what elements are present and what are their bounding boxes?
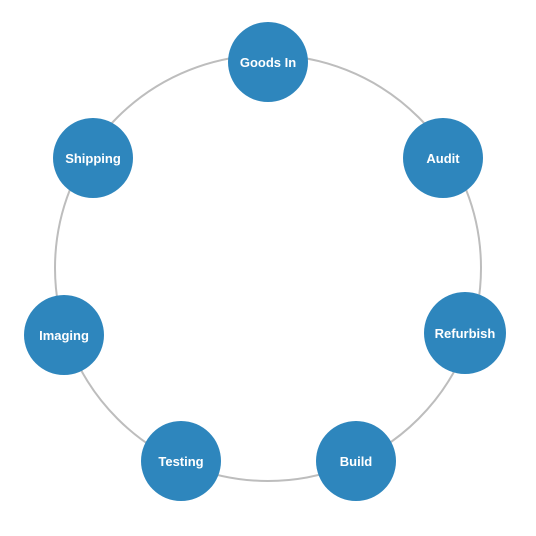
stage-testing-label: Testing <box>158 453 204 469</box>
stage-goods-in-label: Goods In <box>239 54 297 70</box>
stage-goods-in[interactable]: Goods In <box>228 22 308 102</box>
stage-build-label: Build <box>339 453 373 469</box>
cycle-ring-path <box>54 54 482 482</box>
stage-refurbish[interactable]: Refurbish <box>424 292 506 374</box>
stage-testing[interactable]: Testing <box>141 421 221 501</box>
stage-build[interactable]: Build <box>316 421 396 501</box>
stage-audit[interactable]: Audit <box>403 118 483 198</box>
stage-shipping[interactable]: Shipping <box>53 118 133 198</box>
stage-refurbish-label: Refurbish <box>434 325 496 341</box>
stage-imaging[interactable]: Imaging <box>24 295 104 375</box>
stage-audit-label: Audit <box>426 150 460 166</box>
stage-imaging-label: Imaging <box>39 327 89 343</box>
stage-shipping-label: Shipping <box>65 150 121 166</box>
